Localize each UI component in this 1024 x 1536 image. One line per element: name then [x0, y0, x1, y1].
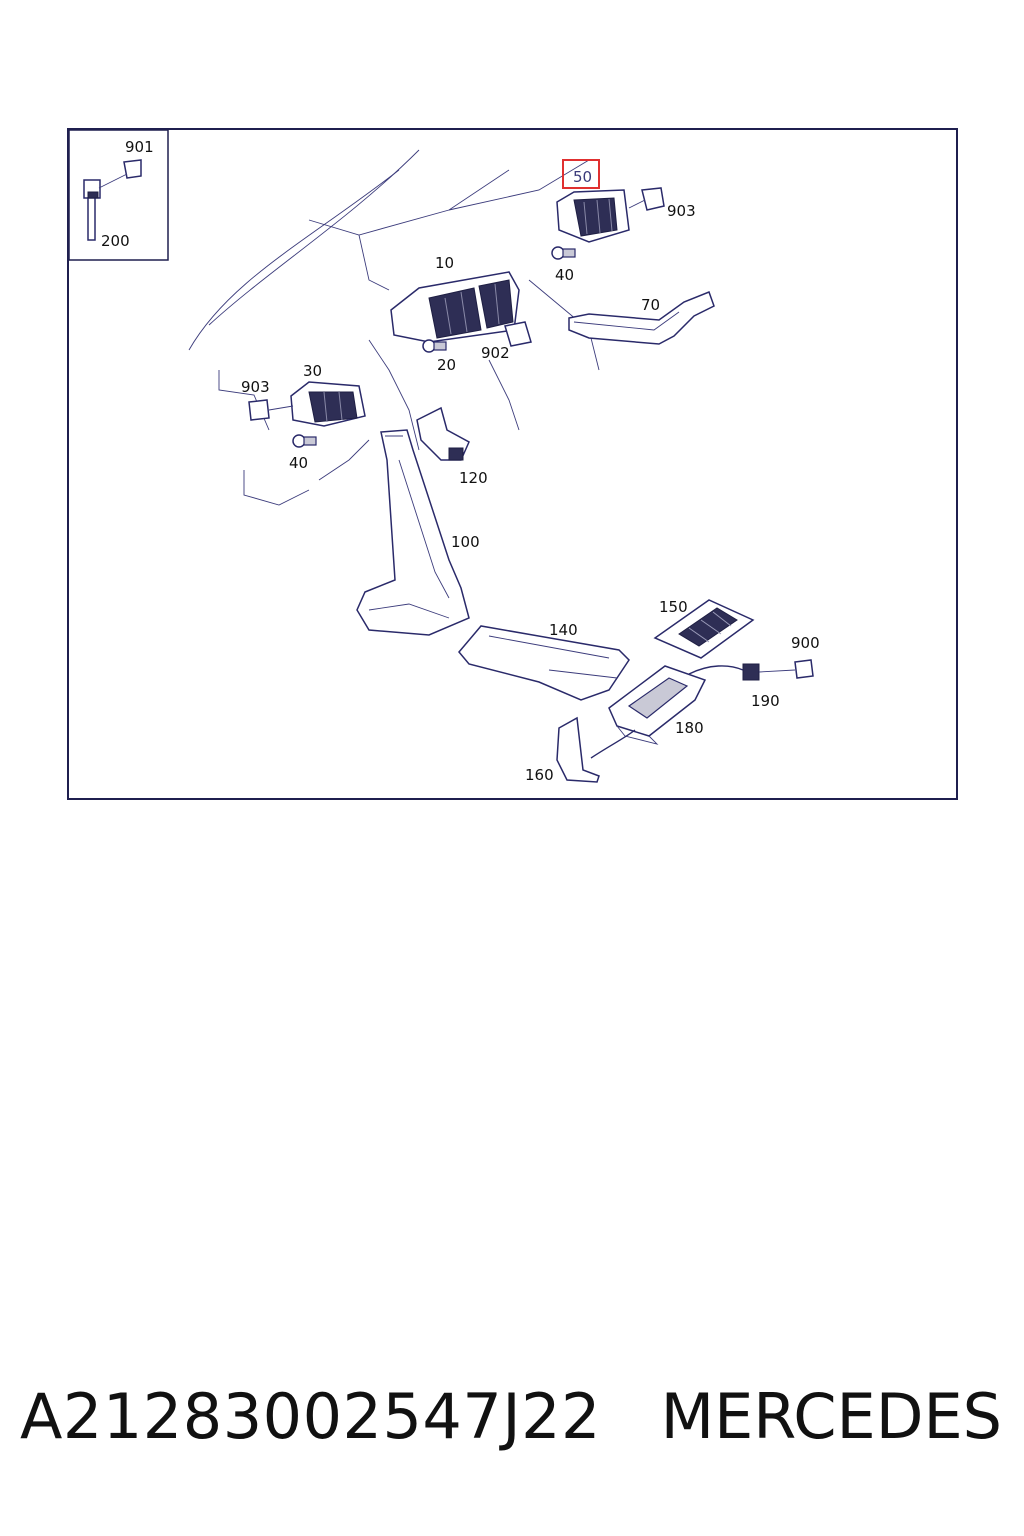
callout-30: 30 — [303, 362, 322, 380]
parts-diagram: 901 200 50 903 40 — [67, 128, 958, 800]
clip-part-903-right[interactable] — [628, 187, 665, 211]
callout-20: 20 — [437, 356, 456, 374]
callout-903-left: 903 — [241, 378, 270, 396]
footer: A21283002547J22 MERCEDES — [0, 1380, 1024, 1470]
part-number: A21283002547J22 — [20, 1380, 601, 1453]
highlight-box-50 — [562, 159, 600, 189]
diagram-canvas: 901 200 50 903 40 — [69, 130, 820, 784]
callout-120: 120 — [459, 469, 488, 487]
connector-part-901[interactable] — [98, 159, 142, 189]
duct-part-70[interactable] — [568, 291, 715, 345]
bracket-part-160[interactable] — [556, 716, 636, 783]
callout-902: 902 — [481, 344, 510, 362]
callout-160: 160 — [525, 766, 554, 784]
connector-part-190[interactable] — [688, 663, 760, 681]
callout-901: 901 — [125, 138, 154, 156]
callout-40-right: 40 — [555, 266, 574, 284]
callout-150: 150 — [659, 598, 688, 616]
inset-box: 901 200 — [69, 130, 169, 261]
callout-140: 140 — [549, 621, 578, 639]
duct-part-140[interactable] — [458, 625, 630, 701]
module-part-180[interactable] — [608, 665, 707, 745]
callout-180: 180 — [675, 719, 704, 737]
vent-part-30[interactable] — [290, 381, 366, 427]
clip-part-902[interactable] — [504, 321, 532, 347]
sensor-part-200[interactable] — [83, 179, 101, 241]
bracket-part-120[interactable] — [416, 406, 470, 461]
grille-part-150[interactable] — [653, 599, 755, 659]
clip-part-900[interactable] — [758, 659, 814, 679]
callout-40-left: 40 — [289, 454, 308, 472]
duct-part-100[interactable] — [356, 429, 470, 636]
callout-50: 50 — [573, 168, 592, 186]
brand-name: MERCEDES — [660, 1380, 1002, 1453]
callout-190: 190 — [751, 692, 780, 710]
callout-200: 200 — [101, 232, 130, 250]
vent-part-10[interactable] — [390, 271, 520, 343]
callout-903-right: 903 — [667, 202, 696, 220]
screw-part-40-left[interactable] — [292, 434, 317, 448]
callout-10: 10 — [435, 254, 454, 272]
screw-part-20[interactable] — [422, 339, 447, 353]
callout-900: 900 — [791, 634, 820, 652]
dashboard-outline — [188, 149, 600, 506]
clip-part-903-left[interactable] — [248, 399, 294, 421]
screw-part-40-right[interactable] — [551, 246, 576, 260]
callout-100: 100 — [451, 533, 480, 551]
vent-part-50[interactable] — [556, 189, 630, 243]
callout-70: 70 — [641, 296, 660, 314]
